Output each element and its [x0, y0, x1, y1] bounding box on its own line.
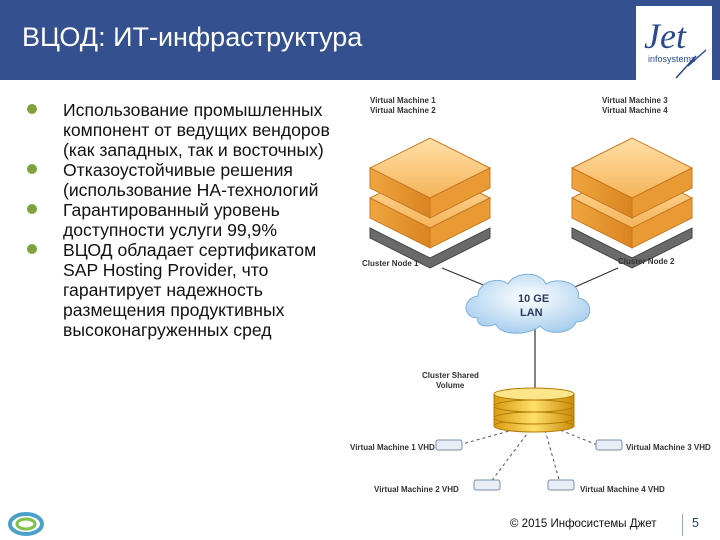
logo-brand: Jet [644, 16, 687, 56]
footer-logo-icon [8, 512, 44, 536]
vm1-label: Virtual Machine 1 [370, 96, 436, 105]
bullet-text: ВЦОД обладает сертификатом SAP Hosting P… [63, 240, 317, 340]
cluster-diagram: Virtual Machine 1 Virtual Machine 2 Clus… [350, 88, 712, 508]
copyright-text: © 2015 Инфосистемы Джет [510, 518, 657, 530]
node2-label: Cluster Node 2 [618, 257, 675, 266]
slide-title: ВЦОД: ИТ-инфраструктура [22, 22, 363, 52]
server-stack-2-icon [570, 137, 694, 269]
vhd4-label: Virtual Machine 4 VHD [580, 485, 665, 494]
vhd-disk-1-icon [435, 439, 463, 451]
footer-divider [682, 514, 683, 536]
bullet-dot-icon [27, 244, 37, 254]
bullet-text: Гарантированный уровень доступности услу… [63, 200, 280, 240]
vhd-disk-3-icon [595, 439, 623, 451]
vm4-label: Virtual Machine 4 [602, 106, 668, 115]
bullet-dot-icon [27, 204, 37, 214]
bullet-dot-icon [27, 104, 37, 114]
logo-subtext: infosystems [648, 54, 696, 64]
csv-label-1: Cluster Shared [422, 371, 479, 380]
vhd3-label: Virtual Machine 3 VHD [626, 443, 711, 452]
vhd-disk-4-icon [547, 479, 575, 491]
bullet-list: Использование промышленных компонент от … [18, 100, 338, 340]
cloud-label-1: 10 GE [518, 293, 549, 305]
bullet-dot-icon [27, 164, 37, 174]
jet-logo: Jet infosystems [636, 6, 712, 80]
bullet-text: Использование промышленных компонент от … [63, 100, 330, 160]
node1-label: Cluster Node 1 [362, 259, 419, 268]
bullet-item: ВЦОД обладает сертификатом SAP Hosting P… [18, 240, 338, 340]
vhd1-label: Virtual Machine 1 VHD [350, 443, 435, 452]
title-bar: ВЦОД: ИТ-инфраструктура Jet infosystems [0, 0, 720, 80]
vhd-disk-2-icon [473, 479, 501, 491]
lan-cloud-icon: 10 GE LAN [465, 273, 591, 334]
footer [0, 500, 720, 540]
vhd2-label: Virtual Machine 2 VHD [374, 485, 459, 494]
shared-storage-icon [493, 387, 575, 433]
page-number: 5 [692, 516, 699, 530]
bullet-text: Отказоустойчивые решения (использование … [63, 160, 319, 200]
csv-label-2: Volume [436, 381, 465, 390]
bullet-item: Отказоустойчивые решения (использование … [18, 160, 338, 200]
server-stack-1-icon [368, 137, 492, 269]
bullet-item: Гарантированный уровень доступности услу… [18, 200, 338, 240]
cloud-label-2: LAN [520, 307, 543, 319]
vm2-label: Virtual Machine 2 [370, 106, 436, 115]
vm3-label: Virtual Machine 3 [602, 96, 668, 105]
vhd-links [454, 427, 601, 484]
bullet-item: Использование промышленных компонент от … [18, 100, 338, 160]
